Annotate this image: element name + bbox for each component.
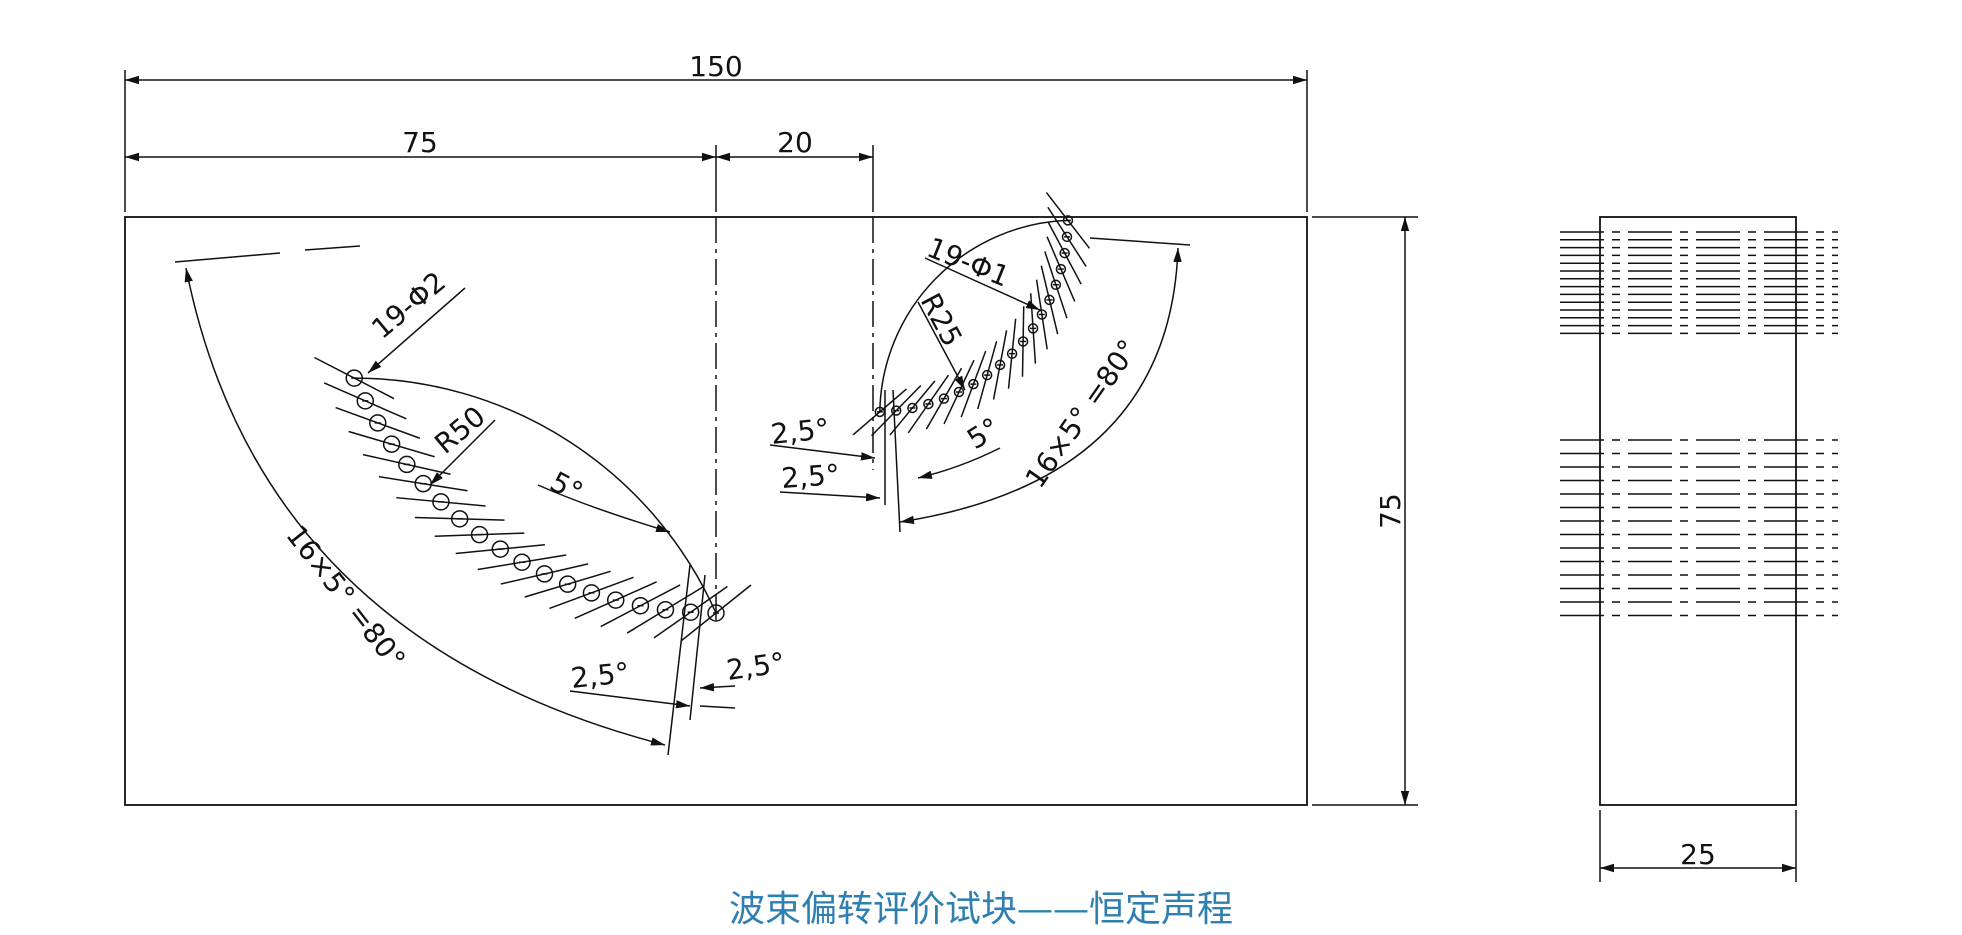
side-view-outline	[1599, 216, 1797, 806]
left-half-angle-label-b: 2,5°	[724, 646, 787, 687]
right-hole-count-label: 19-Φ1	[922, 231, 1014, 294]
hole-circle	[681, 603, 700, 621]
side-view-hole-lines	[1560, 231, 1838, 617]
dimension-75-label: 75	[402, 126, 438, 159]
dimension-75-vertical-label: 75	[1374, 493, 1407, 529]
dimension-left-offset: 75	[125, 126, 717, 212]
left-hole-count-label: 19-Φ2	[365, 265, 452, 345]
right-half-angle-label-a: 2,5°	[769, 412, 831, 451]
dimension-20-label: 20	[777, 126, 813, 159]
dimension-150-label: 150	[689, 50, 742, 83]
dimension-25-label: 25	[1680, 838, 1716, 871]
dimension-overall-width: 150	[124, 50, 1308, 212]
hole-circle	[707, 604, 725, 622]
dimension-right-offset: 20	[716, 126, 874, 212]
hole-path-arc	[354, 377, 717, 614]
right-arc-dimension	[899, 247, 1182, 524]
right-radius-label: R25	[914, 288, 969, 352]
right-half-angle-label-b: 2,5°	[780, 458, 841, 495]
left-arc-label: 16×5° =80°	[279, 519, 411, 676]
right-arc-label: 16×5° =80°	[1019, 333, 1145, 494]
hole-circle	[1061, 231, 1073, 243]
left-arc-dimension	[184, 267, 666, 746]
dimension-side-width: 25	[1599, 810, 1797, 882]
dimension-height: 75	[1312, 216, 1418, 806]
left-half-angle-label-a: 2,5°	[569, 656, 631, 695]
left-radius-label: R50	[428, 400, 491, 461]
right-hole-array	[852, 192, 1091, 437]
drawing-caption: 波束偏转评价试块——恒定声程	[728, 889, 1233, 930]
